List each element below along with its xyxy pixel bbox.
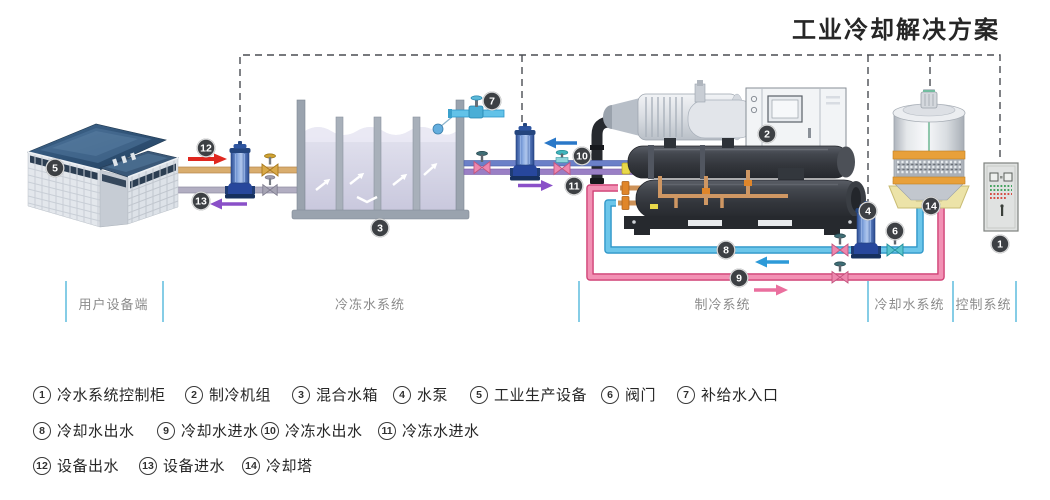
chiller-unit: [603, 80, 866, 235]
section-divider: [65, 281, 67, 322]
badge-equipment-in: 13: [191, 191, 211, 211]
water-flow-arrows: [315, 162, 438, 204]
section-label-user-equipment: 用户设备端: [78, 297, 149, 312]
valves: [261, 149, 904, 284]
flow-arrows: [188, 137, 789, 296]
section-label-refrigeration: 制冷系统: [694, 297, 751, 312]
badge-pump: 4: [858, 201, 878, 221]
section-divider: [1015, 281, 1017, 322]
section-label-cooling-water: 冷却水系统: [874, 297, 945, 312]
control-signal-lines: [239, 54, 1001, 204]
mixing-tank: [291, 99, 470, 220]
valve-chilled-left: [473, 151, 491, 175]
makeup-water-inlet: [432, 95, 505, 135]
cooling-tower: [888, 89, 970, 209]
valve-cooling-inlet: [831, 261, 849, 284]
badge-valve: 6: [885, 221, 905, 241]
section-divider: [952, 281, 954, 322]
badge-chilled-out: 10: [572, 146, 592, 166]
badge-cooling-out: 8: [716, 240, 736, 260]
section-label-chilled-water: 冷冻水系统: [334, 297, 405, 312]
badge-equipment-out: 12: [196, 138, 216, 158]
section-divider: [578, 281, 580, 322]
section-divider: [867, 281, 869, 322]
factory-building: [27, 123, 180, 228]
cooling-water-loop: [586, 181, 945, 281]
badge-makeup-inlet: 7: [482, 91, 502, 111]
valve-cooling-outlet: [831, 233, 849, 257]
badge-control-cabinet: 1: [990, 234, 1010, 254]
badge-chilled-in: 11: [564, 176, 584, 196]
section-label-control: 控制系统: [955, 297, 1012, 312]
badge-cooling-tower: 14: [921, 196, 941, 216]
chilled-water-pipes: [463, 160, 643, 175]
badge-mixing-tank: 3: [370, 218, 390, 238]
page-title: 工业冷却解决方案: [792, 17, 1000, 44]
badge-chiller: 2: [757, 124, 777, 144]
diagram-graphics: [27, 54, 1019, 296]
badge-cooling-in: 9: [729, 268, 749, 288]
section-divider: [162, 281, 164, 322]
control-cabinet: [983, 162, 1019, 232]
badge-equipment: 5: [45, 158, 65, 178]
valve-equipment-inlet: [262, 175, 278, 197]
valve-chilled-right: [553, 149, 571, 176]
valve-equipment-outlet: [261, 153, 279, 177]
